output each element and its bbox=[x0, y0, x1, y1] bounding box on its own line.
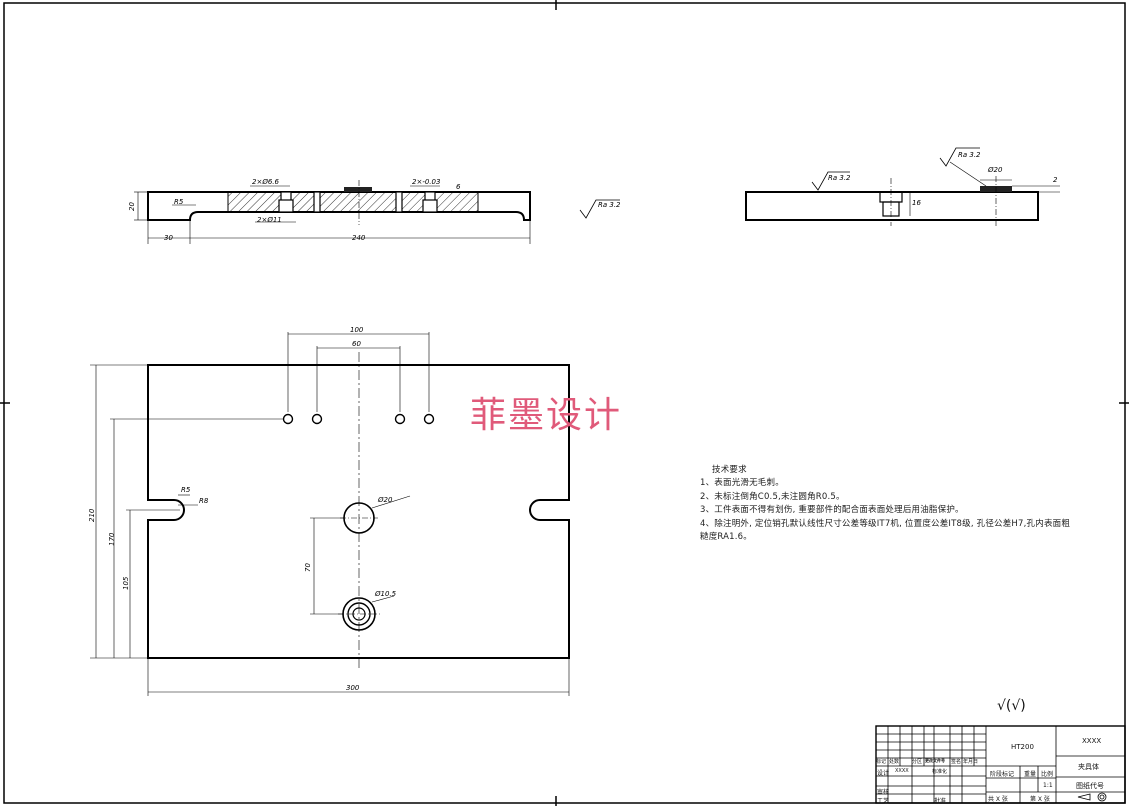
dim-slot-height: 105 bbox=[122, 576, 130, 590]
dim-total-length: 300 bbox=[346, 684, 360, 692]
dim-total-width: 210 bbox=[88, 508, 96, 522]
tb-process: 工艺 bbox=[877, 798, 890, 805]
front-view-labels: 20 R5 30 240 2×Ø6.6 2×Ø11 2×-0.03 6 Ra 3… bbox=[128, 178, 621, 242]
tb-company: XXXX bbox=[1082, 737, 1102, 745]
tb-stage-label: 阶段标记 bbox=[990, 771, 1015, 778]
tb-doc: 更改文件号 bbox=[925, 758, 945, 763]
tb-zone: 分区 bbox=[912, 759, 923, 765]
dim-cbore-dia: Ø10.5 bbox=[374, 590, 397, 598]
dim-bore-dia: Ø20 bbox=[377, 496, 393, 504]
plan-view-labels: 100 60 210 170 105 70 300 R5 R8 Ø20 Ø10.… bbox=[88, 326, 397, 692]
tb-sheet: 第 X 张 bbox=[1030, 796, 1050, 803]
tb-standard: 标准化 bbox=[932, 769, 948, 775]
tb-design: 设计 bbox=[877, 770, 890, 777]
tb-date: 年月日 bbox=[963, 759, 979, 765]
dim-slot-radius: R5 bbox=[181, 486, 191, 494]
watermark: 菲墨设计 bbox=[470, 395, 623, 436]
roughness-a: Ra 3.2 bbox=[598, 201, 621, 209]
notes-item-3: 3、工件表面不得有划伤, 重要部件的配合面表面处理后用油脂保护。 bbox=[700, 505, 964, 516]
notes-item-4: 4、除注明外, 定位销孔默认线性尺寸公差等级IT7机, 位置度公差IT8级, 孔… bbox=[700, 518, 1071, 543]
notes-item-1: 1、表面光滑无毛刺。 bbox=[700, 478, 784, 489]
front-section-view bbox=[134, 180, 620, 244]
roughness-b: Ra 3.2 bbox=[828, 174, 851, 182]
tb-part-name: 夹具体 bbox=[1078, 763, 1099, 771]
dim-hole-a: 2×Ø6.6 bbox=[252, 178, 280, 186]
side-view-labels: Ra 3.2 Ra 3.2 Ø20 16 2 bbox=[828, 151, 1058, 207]
tb-count: 处数 bbox=[889, 759, 900, 765]
tb-weight-label: 重量 bbox=[1024, 771, 1037, 778]
dim-hole-b: 2×Ø11 bbox=[257, 216, 282, 224]
projection-symbol-icon bbox=[1077, 792, 1107, 802]
tb-approve: 批准 bbox=[934, 798, 947, 805]
dim-step: 2 bbox=[1053, 176, 1058, 184]
surface-roughness-symbol: √(√) bbox=[997, 698, 1026, 714]
tb-review: 审核 bbox=[877, 789, 890, 796]
plan-view bbox=[90, 332, 570, 696]
technical-requirements: 技术要求 1、表面光滑无毛刺。 2、未标注倒角C0.5,未注圆角R0.5。 3、… bbox=[700, 464, 1075, 544]
tb-sign: 签名 bbox=[951, 759, 962, 765]
dim-length: 240 bbox=[352, 234, 366, 242]
tb-drawing-no: 图纸代号 bbox=[1076, 782, 1104, 790]
notes-heading: 技术要求 bbox=[712, 465, 747, 475]
title-block-grid bbox=[875, 725, 1126, 804]
tb-scale-label: 比例 bbox=[1041, 771, 1054, 778]
dim-hole-span-outer: 100 bbox=[350, 326, 364, 334]
tb-sheets: 共 X 张 bbox=[988, 796, 1008, 803]
roughness-c: Ra 3.2 bbox=[958, 151, 981, 159]
dim-offset: 30 bbox=[164, 234, 173, 242]
dim-bore: Ø20 bbox=[987, 166, 1003, 174]
notes-item-2: 2、未标注倒角C0.5,未注圆角R0.5。 bbox=[700, 491, 845, 502]
tb-material: HT200 bbox=[1011, 743, 1034, 751]
dim-six: 6 bbox=[456, 183, 461, 191]
dim-depth-side: 16 bbox=[912, 199, 921, 207]
tb-designer: XXXX bbox=[895, 768, 909, 774]
tb-mark: 标记 bbox=[876, 759, 887, 765]
side-view bbox=[745, 147, 1060, 226]
tb-scale: 1:1 bbox=[1043, 782, 1053, 789]
dim-slot-r8: R8 bbox=[199, 497, 209, 505]
dim-height: 20 bbox=[128, 202, 136, 211]
dim-radius: R5 bbox=[174, 198, 184, 206]
dim-hole-span-inner: 60 bbox=[352, 340, 361, 348]
dim-hole-c: 2×-0.03 bbox=[412, 178, 440, 186]
dim-hole-height: 170 bbox=[108, 532, 116, 546]
dim-bore-spacing: 70 bbox=[304, 563, 312, 572]
